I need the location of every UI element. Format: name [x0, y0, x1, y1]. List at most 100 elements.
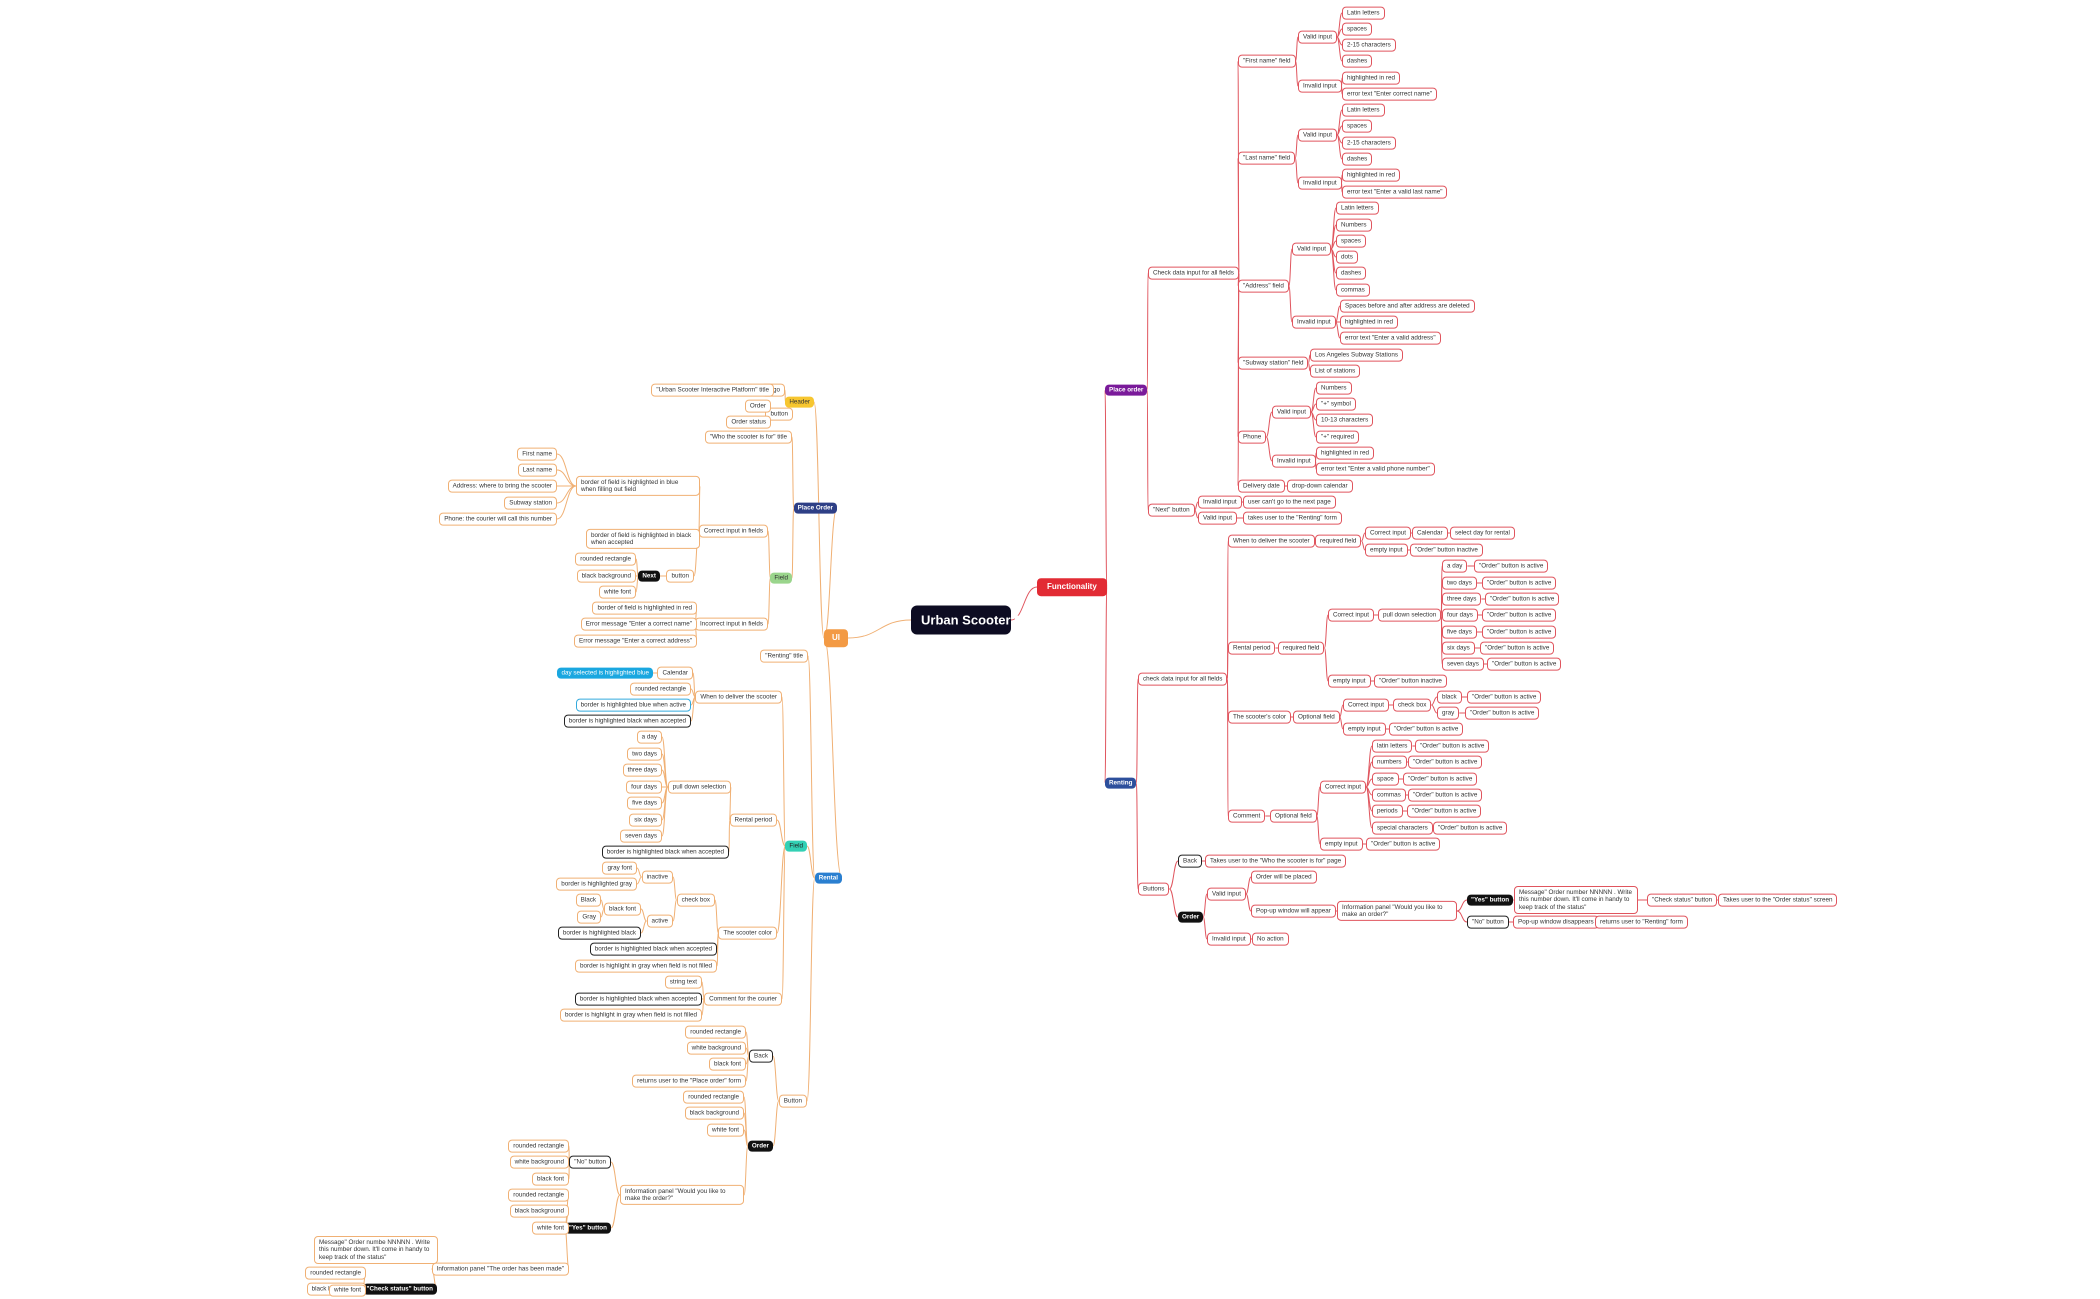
node-d4[interactable]: four days — [626, 780, 662, 794]
node-cc1[interactable]: string text — [664, 975, 702, 989]
node-pd7a[interactable]: "Order" button is active — [1487, 657, 1562, 671]
node-csb[interactable]: "Check status" button — [362, 1283, 437, 1295]
node-ad_v1[interactable]: Latin letters — [1336, 201, 1379, 215]
node-fn_i[interactable]: Invalid input — [1298, 79, 1342, 93]
node-hb[interactable]: button — [765, 407, 793, 421]
node-cm_e1[interactable]: "Order" button is active — [1366, 837, 1441, 851]
node-scl2[interactable]: border is highlighted black when accepte… — [589, 942, 717, 956]
node-bkb[interactable]: Back — [749, 1049, 773, 1063]
node-bf1[interactable]: Black — [575, 893, 601, 907]
node-no_1[interactable]: rounded rectangle — [508, 1139, 569, 1153]
node-fn_v4[interactable]: dashes — [1342, 54, 1373, 68]
node-ph_v1[interactable]: Numbers — [1316, 381, 1352, 395]
node-sc_o[interactable]: Optional field — [1293, 710, 1340, 724]
node-wd_e1[interactable]: "Order" button inactive — [1410, 543, 1483, 557]
node-ad_i2[interactable]: highlighted in red — [1340, 315, 1398, 329]
node-ad_v4[interactable]: dots — [1336, 250, 1358, 264]
node-dd[interactable]: Delivery date — [1238, 479, 1285, 493]
node-no_2[interactable]: white background — [509, 1155, 569, 1169]
node-pd6[interactable]: six days — [1442, 641, 1475, 655]
node-cm_e[interactable]: empty input — [1320, 837, 1363, 851]
node-cal[interactable]: Calendar — [657, 666, 693, 680]
node-ph_v2[interactable]: "+" symbol — [1316, 397, 1356, 411]
node-ob1[interactable]: rounded rectangle — [683, 1090, 744, 1104]
node-ad_i1[interactable]: Spaces before and after address are dele… — [1340, 299, 1475, 313]
node-rnt[interactable]: Rental — [814, 872, 842, 884]
node-scl[interactable]: The scooter color — [718, 926, 777, 940]
node-d1[interactable]: a day — [636, 730, 662, 744]
node-rp_pd[interactable]: pull down selection — [1378, 608, 1442, 622]
node-wsf[interactable]: "Who the scooter is for" title — [704, 430, 792, 444]
node-cal1[interactable]: day selected is highlighted blue — [557, 667, 653, 679]
node-pd7[interactable]: seven days — [1442, 657, 1484, 671]
node-ln_i[interactable]: Invalid input — [1298, 176, 1342, 190]
node-bk_1[interactable]: rounded rectangle — [685, 1025, 746, 1039]
node-nx_i1[interactable]: user can't go to the next page — [1243, 495, 1336, 509]
node-nx2[interactable]: black background — [576, 569, 636, 583]
node-rbtn[interactable]: Button — [778, 1094, 807, 1108]
node-ad_v6[interactable]: commas — [1336, 283, 1370, 297]
node-ci_k[interactable]: border of field is highlighted in black … — [586, 528, 700, 550]
node-ln_i2[interactable]: error text "Enter a valid last name" — [1342, 185, 1448, 199]
node-nx_i[interactable]: Invalid input — [1198, 495, 1242, 509]
node-dd1[interactable]: drop-down calendar — [1287, 479, 1353, 493]
node-ph_v[interactable]: Valid input — [1272, 405, 1311, 419]
node-f1[interactable]: First name — [517, 447, 557, 461]
node-rtt[interactable]: "Renting" title — [760, 649, 808, 663]
node-por[interactable]: Place Order — [793, 502, 837, 514]
node-ob2[interactable]: black background — [684, 1106, 744, 1120]
node-nx[interactable]: "Next" button — [1148, 503, 1195, 517]
node-f5[interactable]: Phone: the courier will call this number — [439, 512, 557, 526]
node-wd[interactable]: When to deliver the scooter — [1228, 534, 1315, 548]
node-no_3[interactable]: black font — [532, 1172, 569, 1186]
node-ad_v2[interactable]: Numbers — [1336, 218, 1372, 232]
node-bf[interactable]: black font — [604, 902, 641, 916]
node-rfld[interactable]: Field — [785, 840, 807, 852]
node-wdl2[interactable]: rounded rectangle — [630, 682, 691, 696]
node-wd_c2[interactable]: select day for rental — [1450, 526, 1515, 540]
node-ph_i2[interactable]: error text "Enter a valid phone number" — [1316, 462, 1435, 476]
node-cm3[interactable]: space — [1372, 772, 1399, 786]
node-cm4a[interactable]: "Order" button is active — [1408, 788, 1483, 802]
node-ln_v[interactable]: Valid input — [1298, 128, 1337, 142]
node-ii2[interactable]: Error message "Enter a correct name" — [580, 617, 697, 631]
node-pd3[interactable]: three days — [1442, 592, 1482, 606]
node-no[interactable]: "No" button — [1467, 915, 1509, 929]
node-ob3[interactable]: white font — [707, 1123, 744, 1137]
node-in2[interactable]: border is highlighted gray — [556, 877, 637, 891]
node-pd4[interactable]: four days — [1442, 608, 1478, 622]
node-fn_v1[interactable]: Latin letters — [1342, 6, 1385, 20]
node-yb1[interactable]: rounded rectangle — [508, 1188, 569, 1202]
node-bk_3[interactable]: black font — [709, 1057, 746, 1071]
node-rpd[interactable]: pull down selection — [667, 780, 731, 794]
node-ss2[interactable]: List of stations — [1310, 364, 1361, 378]
node-yb[interactable]: "Yes" button — [564, 1222, 611, 1234]
node-sc_cb[interactable]: check box — [1393, 698, 1432, 712]
node-pd1a[interactable]: "Order" button is active — [1474, 559, 1549, 573]
node-wd_c1[interactable]: Calendar — [1412, 526, 1448, 540]
node-ad[interactable]: "Address" field — [1238, 279, 1289, 293]
node-cs1[interactable]: rounded rectangle — [305, 1266, 366, 1280]
node-cm1[interactable]: latin letters — [1372, 739, 1413, 753]
node-pd6a[interactable]: "Order" button is active — [1480, 641, 1555, 655]
node-wdl[interactable]: When to deliver the scooter — [695, 690, 782, 704]
node-act[interactable]: active — [646, 914, 673, 928]
node-rt_chk[interactable]: check data input for all fields — [1138, 672, 1228, 686]
node-cm5a[interactable]: "Order" button is active — [1407, 804, 1482, 818]
node-pd2a[interactable]: "Order" button is active — [1482, 576, 1557, 590]
node-ord_i1[interactable]: No action — [1252, 932, 1289, 946]
node-rp_c[interactable]: Correct input — [1328, 608, 1375, 622]
node-ln_i1[interactable]: highlighted in red — [1342, 168, 1400, 182]
node-pd5a[interactable]: "Order" button is active — [1482, 625, 1557, 639]
node-yb2[interactable]: black background — [509, 1204, 569, 1218]
node-d5[interactable]: five days — [627, 796, 662, 810]
node-ci_bt[interactable]: button — [666, 569, 694, 583]
node-ord_v1[interactable]: Order will be placed — [1251, 870, 1317, 884]
node-pd5[interactable]: five days — [1442, 625, 1477, 639]
node-fn_v3[interactable]: 2-15 characters — [1342, 38, 1396, 52]
node-bk_2[interactable]: white background — [686, 1041, 746, 1055]
node-ord[interactable]: Order — [1178, 911, 1204, 923]
node-nx3[interactable]: white font — [599, 585, 636, 599]
node-lg1[interactable]: "Urban Scooter Interactive Platform" tit… — [651, 383, 774, 397]
node-scl3[interactable]: border is highlight in gray when field i… — [575, 959, 717, 973]
